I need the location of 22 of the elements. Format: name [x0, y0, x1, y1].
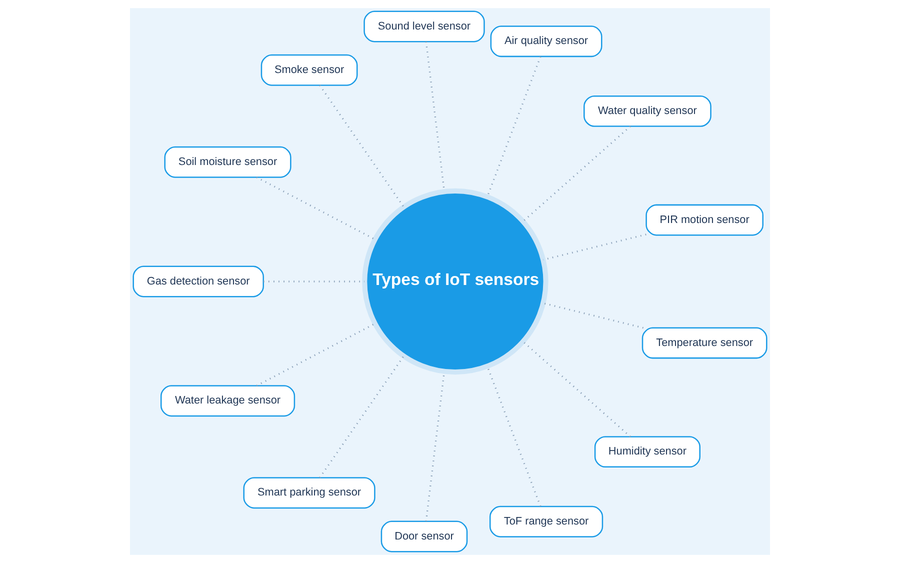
connector — [319, 84, 404, 208]
connector — [522, 126, 631, 222]
connector — [256, 176, 376, 240]
node-box: Soil moisture sensor — [164, 146, 292, 178]
node-box: Sound level sensor — [364, 10, 485, 42]
connector — [522, 341, 631, 438]
node-box: Door sensor — [380, 520, 468, 552]
node-box: Water quality sensor — [584, 95, 712, 127]
node-box: Smoke sensor — [260, 54, 358, 86]
node-box: Air quality sensor — [490, 26, 602, 58]
node-box: Temperature sensor — [642, 327, 768, 359]
node-box: Gas detection sensor — [132, 266, 264, 298]
node-box: PIR motion sensor — [646, 204, 764, 236]
connector — [543, 234, 646, 261]
node-box: Smart parking sensor — [243, 477, 376, 509]
node-circle: Types of IoT sensors — [362, 188, 548, 375]
connector — [319, 356, 404, 478]
node-box: Water leakage sensor — [160, 385, 296, 417]
connector — [542, 302, 644, 329]
node-box: Humidity sensor — [594, 436, 700, 468]
node-box: ToF range sensor — [489, 506, 604, 538]
connector — [256, 322, 376, 386]
